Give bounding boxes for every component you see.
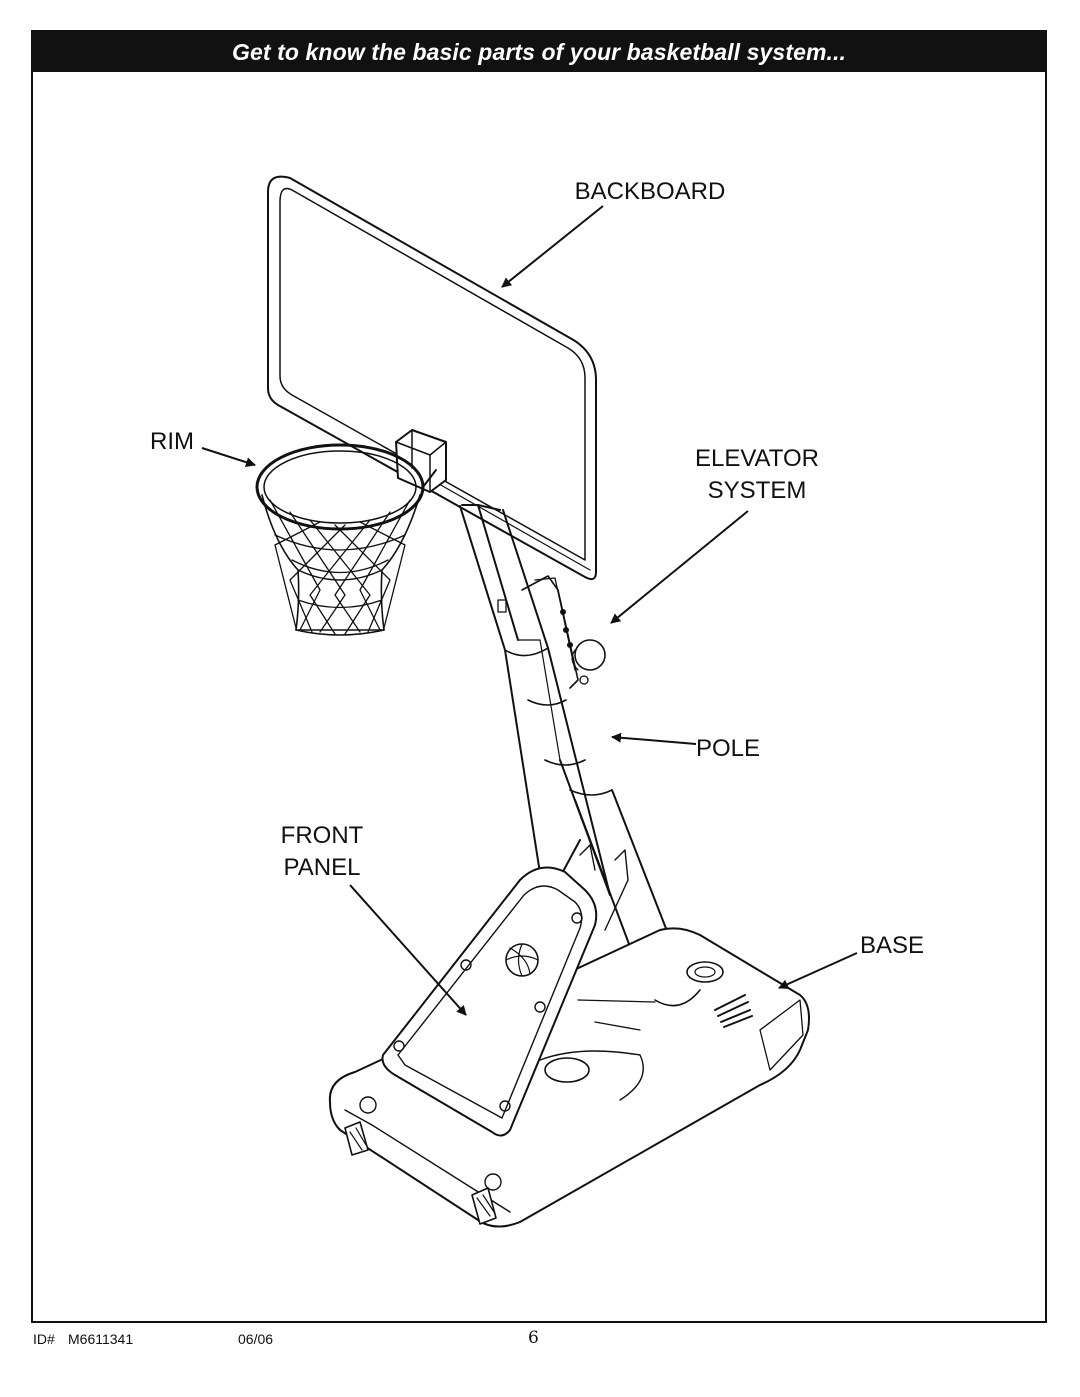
leader-arrows [201,205,858,1016]
page-frame: Get to know the basic parts of your bask… [31,30,1047,1323]
rim-net-drawing [255,443,437,636]
elevator-arrow [610,510,749,624]
header-banner: Get to know the basic parts of your bask… [33,32,1045,72]
footer-id-label: ID# [33,1331,55,1347]
base-arrow [778,952,858,989]
label-pole: POLE [696,735,761,762]
backboard-drawing [267,175,597,581]
label-elevator-line1: ELEVATOR [694,445,820,472]
label-elevator-line2: SYSTEM [707,477,807,504]
pole-arrow [611,732,697,745]
page-number: 6 [528,1328,539,1348]
backboard-arrow [501,205,604,288]
base-drawing [328,927,810,1228]
footer-date: 06/06 [238,1331,274,1347]
front-panel-drawing [381,844,629,1137]
label-backboard: BACKBOARD [574,178,726,205]
front-panel-arrow [349,884,467,1016]
label-base: BASE [860,932,925,959]
rim-bracket-drawing [395,429,447,493]
footer-id-value: M6611341 [68,1331,134,1347]
elevator-drawing [497,575,606,689]
header-title: Get to know the basic parts of your bask… [232,38,846,65]
label-front-line2: PANEL [283,854,361,881]
label-front-line1: FRONT [280,822,364,849]
rim-arrow [201,447,256,468]
label-rim: RIM [150,428,194,455]
